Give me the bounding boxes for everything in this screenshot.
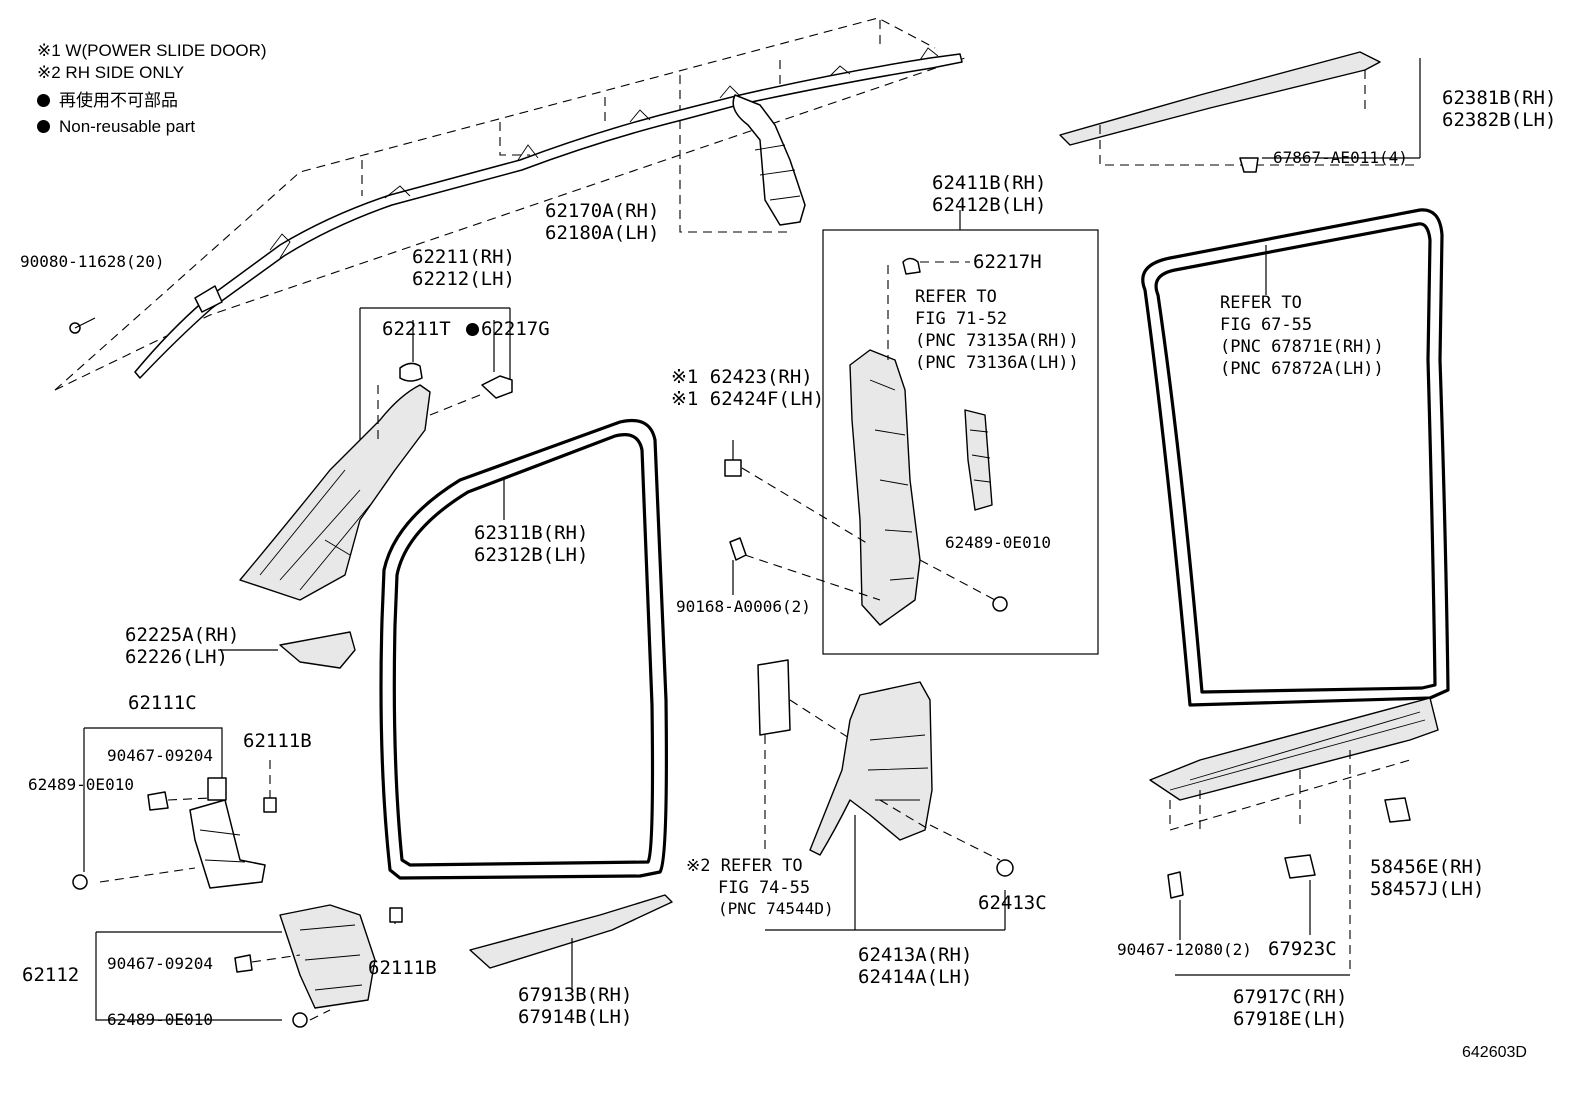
part-label[interactable]: 62413A(RH) [858,944,973,966]
part-label[interactable]: ※1 62424F(LH) [671,388,825,410]
ref-line: (PNC 74544D) [718,899,834,918]
part-label[interactable]: 58456E(RH) [1370,856,1485,878]
part-label[interactable]: 90467-09204 [107,954,213,973]
part-label[interactable]: 62180A(LH) [545,222,660,244]
part-label[interactable]: 62413C [978,892,1047,914]
ref-line: ※2 REFER TO [686,856,803,876]
front-pillar-garnish [218,307,513,669]
ref-line: (PNC 67871E(RH)) [1220,337,1384,357]
ref-line: REFER TO [1220,293,1302,313]
center-pillar-lower [757,659,1014,931]
part-label[interactable]: 62311B(RH) [474,522,589,544]
part-label[interactable]: 67913B(RH) [518,984,633,1006]
part-label[interactable]: 62211T [382,318,451,340]
part-label[interactable]: 62412B(LH) [932,194,1047,216]
part-number: 62217G [481,318,550,340]
part-label[interactable]: 62226(LH) [125,646,228,668]
ref-line: (PNC 73135A(RH)) [915,331,1079,351]
part-label[interactable]: 58457J(LH) [1370,878,1485,900]
note-power-slide-door: ※1 W(POWER SLIDE DOOR) [37,41,267,60]
part-label[interactable]: 62381B(RH) [1442,87,1557,109]
part-label[interactable]: 62112 [22,964,80,986]
part-label[interactable]: 62111B [243,730,312,752]
legend-en-text: Non-reusable part [59,117,196,136]
ref-line: (PNC 73136A(LH)) [915,353,1079,373]
part-label[interactable]: 62489-0E010 [107,1010,213,1029]
ref-line: FIG 67-55 [1220,315,1313,335]
part-label[interactable]: 62170A(RH) [545,200,660,222]
part-label[interactable]: 62212(LH) [412,268,515,290]
legend-nonreusable-ja: 再使用不可部品 [37,88,178,114]
nonreusable-dot-icon [37,120,50,133]
curtain-airbag-assembly [54,17,966,391]
legend-ja-text: 再使用不可部品 [59,91,178,110]
part-label[interactable]: 90080-11628(20) [20,252,165,271]
part-label[interactable]: 62225A(RH) [125,624,240,646]
legend-nonreusable-en: Non-reusable part [37,114,195,140]
ref-line: FIG 71-52 [915,309,1008,329]
part-label[interactable]: 62111B [368,957,437,979]
part-label[interactable]: 67918E(LH) [1233,1008,1348,1030]
part-label[interactable]: 67923C [1268,938,1337,960]
figure-reference-67-55[interactable]: REFER TO FIG 67-55 (PNC 67871E(RH)) (PNC… [1220,292,1384,380]
part-label[interactable]: 62217G [466,318,550,341]
diagram-id: 642603D [1462,1044,1527,1061]
part-label[interactable]: 62211(RH) [412,246,515,268]
part-label[interactable]: 62489-0E010 [945,533,1051,552]
part-label[interactable]: 67917C(RH) [1233,986,1348,1008]
ref-line: REFER TO [915,287,997,307]
part-label[interactable]: 90168-A0006(2) [676,597,811,616]
part-label[interactable]: 62111C [128,692,197,714]
part-label[interactable]: 62382B(LH) [1442,109,1557,131]
cowl-side-trim [72,727,403,1028]
part-label[interactable]: 90467-09204 [107,746,213,765]
figure-reference-71-52[interactable]: REFER TO FIG 71-52 (PNC 73135A(RH)) (PNC… [915,286,1079,374]
part-label[interactable]: 62489-0E010 [28,775,134,794]
part-label[interactable]: 67914B(LH) [518,1006,633,1028]
ref-line: FIG 74-55 [718,878,811,898]
part-label[interactable]: 62411B(RH) [932,172,1047,194]
part-label[interactable]: ※1 62423(RH) [671,366,813,388]
ref-line: (PNC 67872A(LH)) [1220,359,1384,379]
part-label[interactable]: 90467-12080(2) [1117,940,1252,959]
part-label[interactable]: 62414A(LH) [858,966,973,988]
nonreusable-dot-icon [37,94,50,107]
note-rh-side-only: ※2 RH SIDE ONLY [37,63,185,82]
slide-door-area [1059,51,1450,976]
center-pillar-trim [724,210,1099,655]
part-label[interactable]: 62312B(LH) [474,544,589,566]
nonreusable-dot-icon [466,323,479,336]
part-label[interactable]: 62217H [973,251,1042,273]
figure-reference-74-55[interactable]: ※2 REFER TO FIG 74-55 (PNC 74544D) [686,855,834,919]
front-door-weatherstrip [379,418,673,990]
part-label[interactable]: 67867-AE011(4) [1273,148,1408,167]
